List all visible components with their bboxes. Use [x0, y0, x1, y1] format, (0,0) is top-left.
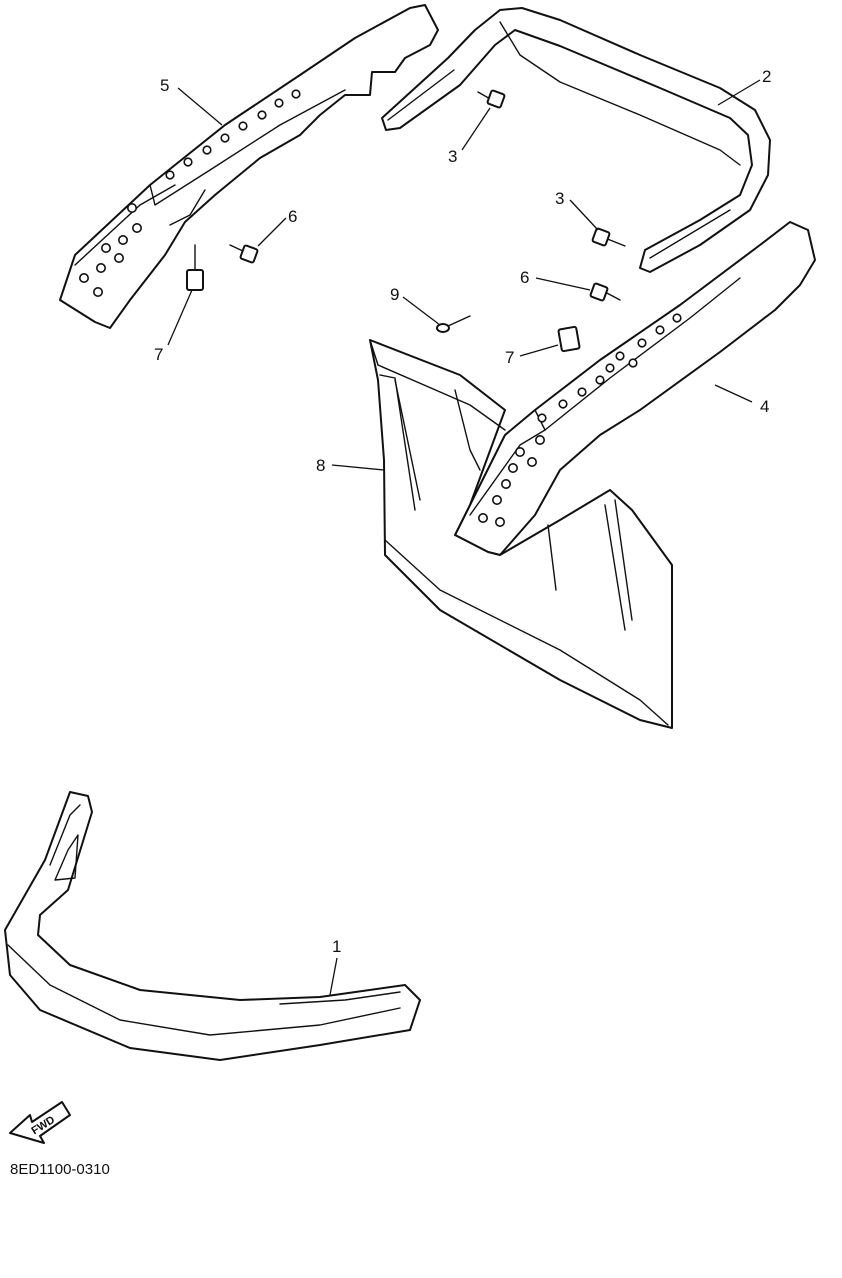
callout-6-right: 6: [520, 268, 529, 287]
callout-3-lower: 3: [555, 189, 564, 208]
part-7-nut-left: [186, 244, 204, 291]
part-1-front-bumper: [4, 791, 421, 1061]
part-3-bolt-lower: [591, 227, 626, 247]
callout-7-left: 7: [154, 345, 163, 364]
callout-3-upper: 3: [448, 147, 457, 166]
footrest-4-holes: [477, 313, 682, 527]
part-4-right-footrest: [454, 221, 816, 556]
callout-2: 2: [762, 67, 771, 86]
footrest-5-holes: [79, 89, 301, 297]
part-7-nut-right: [557, 325, 581, 353]
callout-1: 1: [332, 937, 341, 956]
callout-8: 8: [316, 456, 325, 475]
part-8-mud-flap: [369, 339, 673, 729]
part-5-left-footrest: [59, 4, 439, 329]
callout-6-left: 6: [288, 207, 297, 226]
leader-lines: [167, 79, 761, 996]
part-3-bolt-upper: [477, 89, 506, 109]
callouts: 5 2 3 3 6 6 7 7 9 4 8 1: [154, 67, 771, 956]
callout-5: 5: [160, 76, 169, 95]
callout-9: 9: [390, 285, 399, 304]
diagram-code: 8ED1100-0310: [10, 1161, 110, 1178]
part-6-bolt-right: [589, 282, 621, 302]
callout-4: 4: [760, 397, 769, 416]
part-9-rivet: [436, 315, 471, 333]
part-6-bolt-left: [229, 244, 259, 264]
fwd-arrow-icon: FWD: [9, 1101, 71, 1144]
part-2-grab-bar: [381, 7, 771, 273]
callout-7-right: 7: [505, 348, 514, 367]
